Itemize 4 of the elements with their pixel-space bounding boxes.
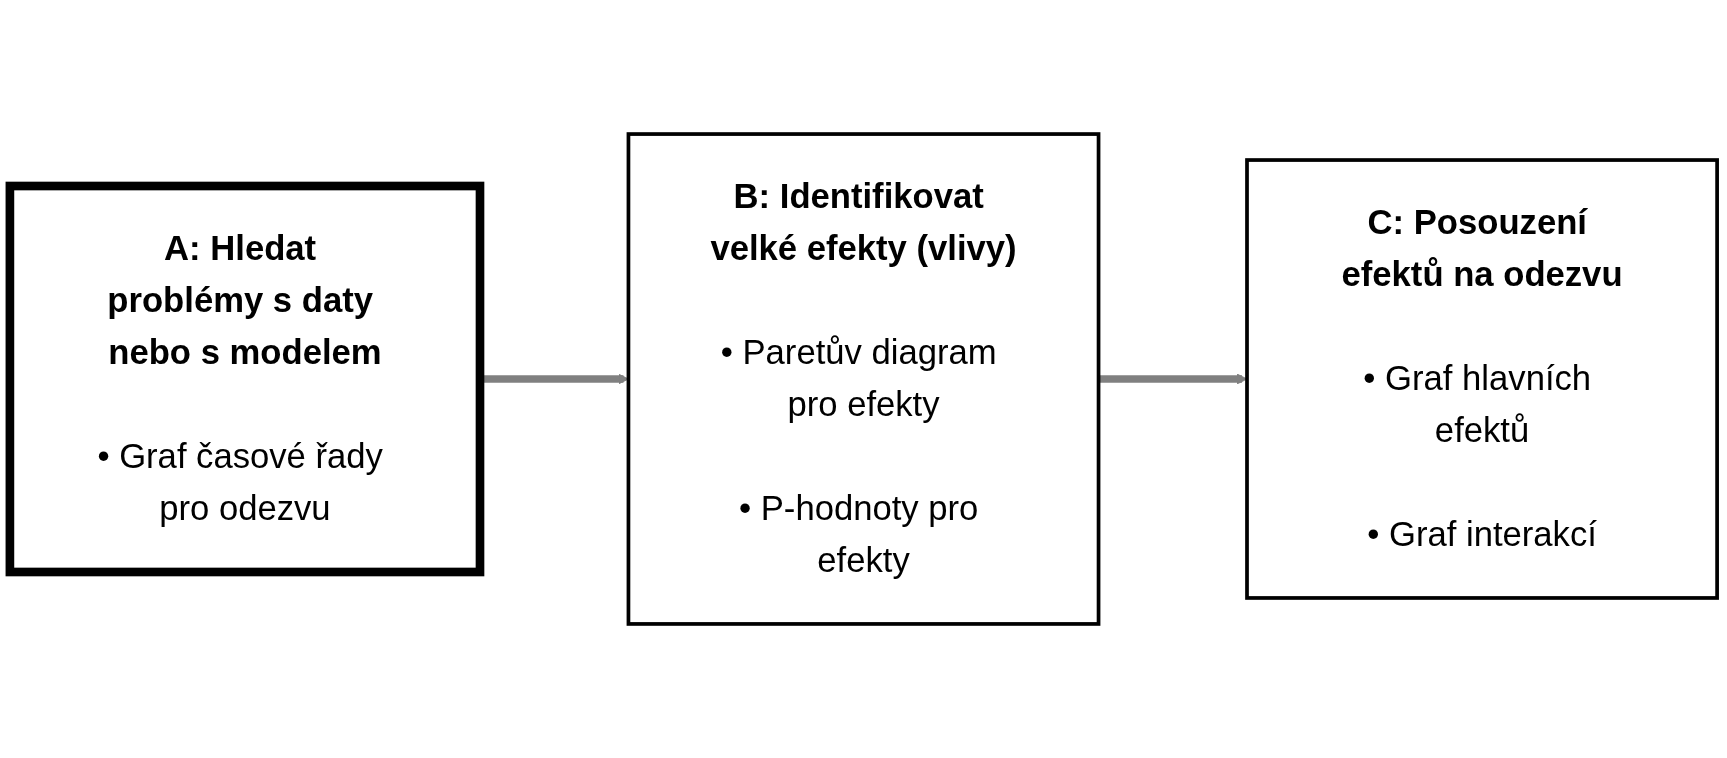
node-box: A: Hledat problémy s daty nebo s modelem • Graf časové řady pro odezvu [5, 181, 485, 577]
arrow [1098, 373, 1248, 385]
node-box: B: Identifikovat velké efekty (vlivy) • Paretův diagram pro efekty • P-hodnoty pro efekty [626, 132, 1101, 626]
node-box: C: Posouzení efektů na odezvu • Graf hlavních efektů • Graf interakcí [1245, 158, 1719, 600]
